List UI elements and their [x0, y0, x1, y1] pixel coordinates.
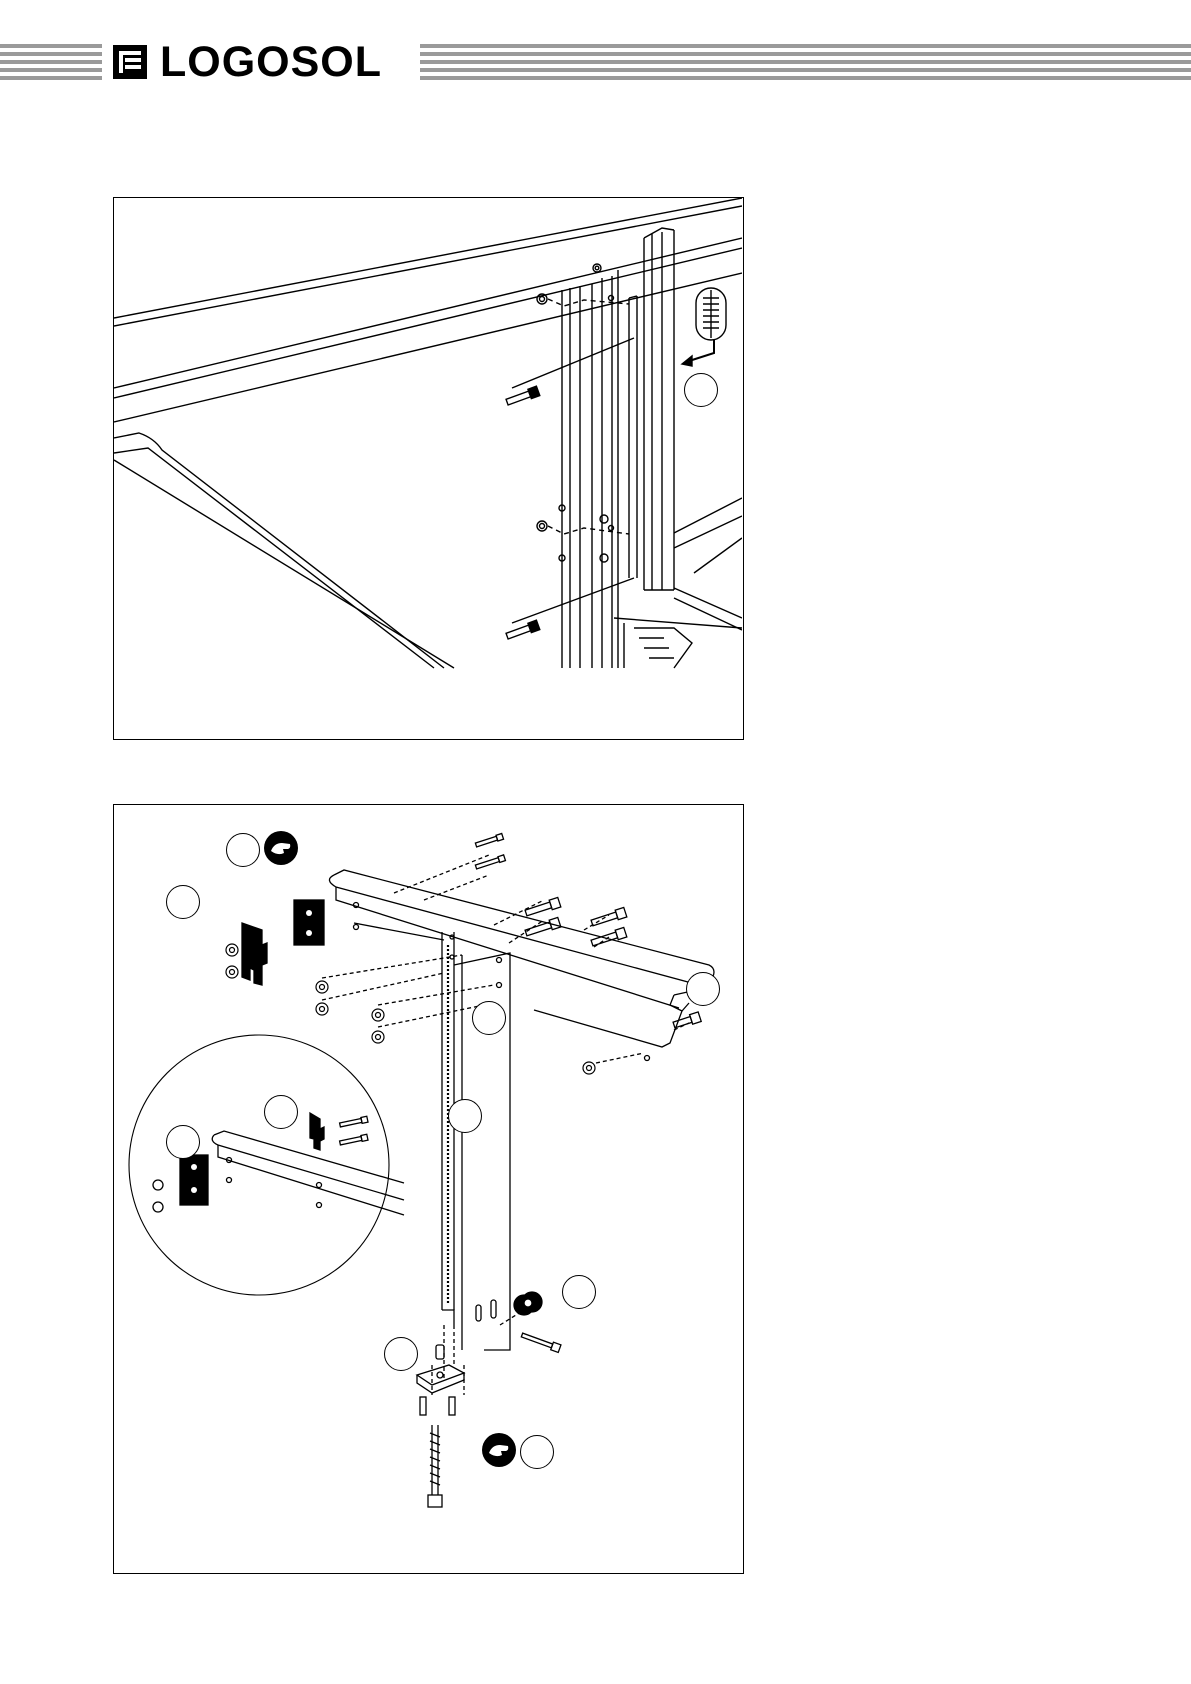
header-stripes-right: [420, 44, 1191, 80]
hand-note-icon: [264, 831, 298, 865]
callout-circle: [166, 1125, 200, 1159]
callout-circle: [684, 373, 718, 407]
page-header: LOGOSOL: [0, 36, 1191, 86]
logosol-logo: LOGOSOL: [112, 40, 382, 84]
callout-circle: [520, 1435, 554, 1469]
hand-note-icon: [482, 1433, 516, 1467]
callout-circle: [472, 1001, 506, 1035]
callout-circle: [686, 972, 720, 1006]
header-stripes-left: [0, 44, 102, 80]
callout-circle: [562, 1275, 596, 1309]
callout-circle: [264, 1095, 298, 1129]
figure-panel-2: [113, 804, 744, 1574]
brand-name: LOGOSOL: [160, 40, 382, 84]
callout-circle: [448, 1099, 482, 1133]
callout-circle: [384, 1337, 418, 1371]
logo-mark-icon: [112, 44, 148, 80]
figure-panel-1: [113, 197, 744, 740]
frame-assembly-illustration: [114, 198, 742, 738]
callout-circle: [226, 833, 260, 867]
callout-circle: [166, 885, 200, 919]
trolley-assembly-illustration: [114, 805, 742, 1572]
